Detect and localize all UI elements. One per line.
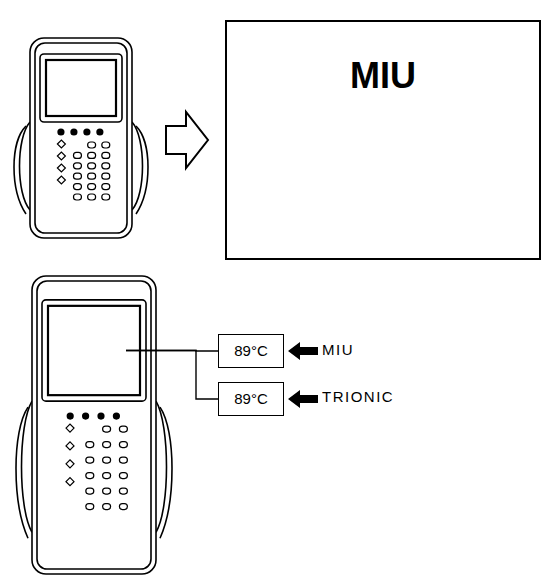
signal-source: TRIONIC [322, 388, 394, 405]
connector-panel: MIU [225, 20, 541, 260]
value-box: 89°C [218, 334, 284, 368]
hollow-arrow [166, 112, 208, 168]
temperature-value: 89°C [234, 391, 268, 408]
scan-tool [14, 38, 148, 238]
panel-heading: MIU [350, 56, 416, 96]
signal-source: MIU [322, 341, 354, 358]
value-box: 89°C [218, 382, 284, 416]
scan-tool [16, 276, 172, 574]
leader-line [126, 351, 218, 400]
solid-arrow [288, 390, 318, 408]
solid-arrow [288, 342, 318, 360]
temperature-value: 89°C [234, 343, 268, 360]
